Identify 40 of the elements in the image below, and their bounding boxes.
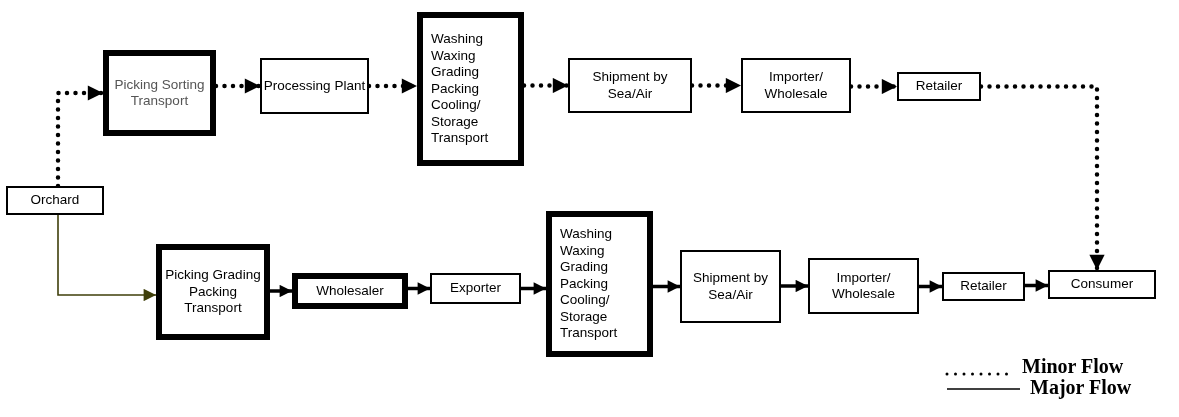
process-box xyxy=(808,258,919,314)
box-label: Shipment by Sea/Air xyxy=(591,69,669,102)
arrow xyxy=(653,280,680,293)
process-box xyxy=(6,186,104,215)
process-box xyxy=(103,50,216,136)
process-box xyxy=(1048,270,1156,299)
process-box xyxy=(546,211,653,357)
arrow xyxy=(57,214,157,302)
box-label: Shipment by Sea/Air xyxy=(691,270,769,303)
process-box xyxy=(741,58,851,113)
legend-label: Major Flow xyxy=(1030,376,1132,399)
arrow xyxy=(781,279,808,293)
process-box xyxy=(417,12,524,166)
arrow xyxy=(919,280,942,293)
process-box xyxy=(897,72,981,101)
process-box xyxy=(568,58,692,113)
box-label: Retailer xyxy=(960,278,1007,295)
box-label: Importer/ Wholesale xyxy=(831,269,896,303)
arrow xyxy=(408,282,430,295)
box-label: Processing Plant xyxy=(263,77,366,95)
process-box xyxy=(680,250,781,323)
box-label: Importer/ Wholesale xyxy=(763,69,829,102)
box-label: Picking Sorting Transport xyxy=(113,76,206,110)
box-label: Picking Grading Packing Transport xyxy=(164,267,262,317)
box-label: Consumer xyxy=(1070,276,1134,293)
box-label: Washing Waxing Grading Packing Cooling/ Storage Transport xyxy=(431,31,490,147)
box-label: Wholesaler xyxy=(316,282,384,300)
process-box xyxy=(292,273,408,309)
box-label: Exporter xyxy=(450,280,501,297)
process-box xyxy=(156,244,270,340)
process-box xyxy=(942,272,1025,301)
arrow xyxy=(1025,279,1048,292)
process-box xyxy=(260,58,369,114)
box-label: Retailer xyxy=(915,78,963,95)
arrow xyxy=(521,282,546,295)
box-label: Orchard xyxy=(30,192,80,209)
box-label: Washing Waxing Grading Packing Cooling/ Storage Transport xyxy=(560,226,619,342)
legend-label: Minor Flow xyxy=(1022,355,1124,378)
process-box xyxy=(430,273,521,304)
arrow xyxy=(270,284,292,298)
